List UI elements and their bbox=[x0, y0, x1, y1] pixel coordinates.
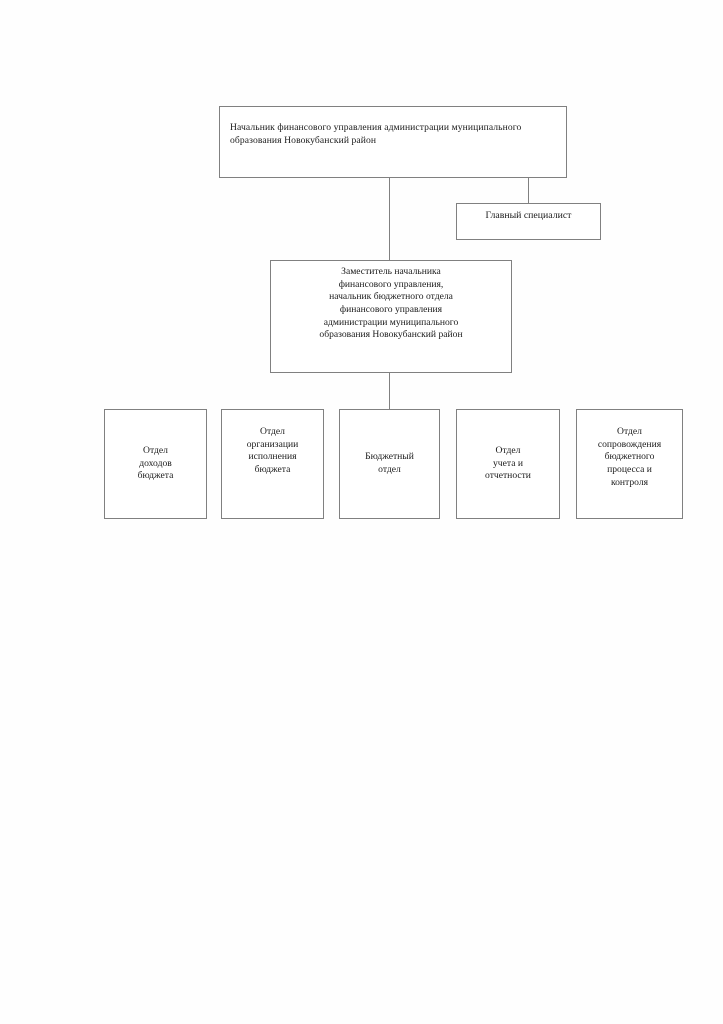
org-node-head-label: Начальник финансового управления админис… bbox=[230, 122, 522, 146]
org-node-division-label: Отдел сопровождения бюджетного процесса … bbox=[597, 426, 662, 488]
org-node-division-budget-execution-organization: Отдел организации исполнения бюджета bbox=[221, 409, 324, 519]
org-node-division-label: Отдел учета и отчетности bbox=[485, 445, 531, 482]
org-node-chief-specialist: Главный специалист bbox=[456, 203, 601, 240]
org-node-deputy-head-label: Заместитель начальника финансового управ… bbox=[319, 266, 463, 341]
org-node-division-label: Бюджетный отдел bbox=[365, 451, 414, 475]
connector-deputy-to-budget-division bbox=[389, 373, 390, 409]
org-node-chief-specialist-label: Главный специалист bbox=[485, 210, 572, 221]
org-node-division-label: Отдел доходов бюджета bbox=[137, 445, 174, 482]
connector-head-to-deputy bbox=[389, 178, 390, 260]
org-node-division-budget: Бюджетный отдел bbox=[339, 409, 440, 519]
org-node-division-budget-revenues: Отдел доходов бюджета bbox=[104, 409, 207, 519]
org-node-deputy-head: Заместитель начальника финансового управ… bbox=[270, 260, 512, 373]
connector-head-to-specialist bbox=[528, 178, 529, 203]
org-node-division-budget-process-support-and-control: Отдел сопровождения бюджетного процесса … bbox=[576, 409, 683, 519]
org-node-division-label: Отдел организации исполнения бюджета bbox=[246, 426, 299, 475]
org-node-division-accounting-and-reporting: Отдел учета и отчетности bbox=[456, 409, 560, 519]
org-node-head-of-finance-department: Начальник финансового управления админис… bbox=[219, 106, 567, 178]
